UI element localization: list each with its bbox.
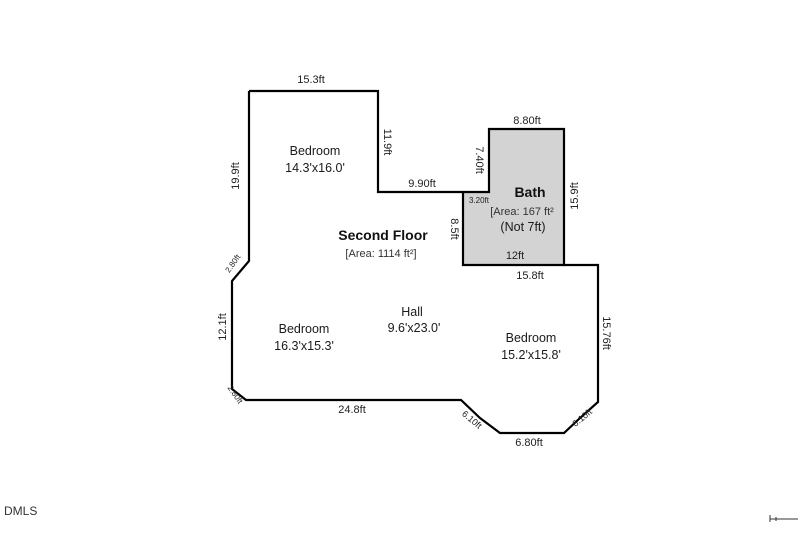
hall-name: Hall [401,305,423,319]
brand-watermark: DMLS [4,504,38,518]
floor-area: [Area: 1114 ft²] [345,248,416,260]
floor-title: Second Floor [338,227,428,243]
dim-right: 15.76ft [600,316,612,350]
dim-bath-bottom: 12ft [506,250,524,262]
bath-shaded-area [463,129,564,265]
scale-mark-icon [769,515,798,522]
dim-left-diag-lower: 2.80ft [226,384,245,406]
bedroom-right-size: 15.2'x15.8' [501,348,561,362]
bedroom-top-name: Bedroom [290,144,341,158]
dim-inner-vertical: 11.9ft [381,129,393,156]
dim-left-upper: 19.9ft [230,162,242,190]
dim-bath-notch: 3.20ft [469,196,490,205]
dim-bath-top: 8.80ft [513,115,541,127]
dim-inner-horizontal: 9.90ft [408,178,436,190]
floor-plan-outline [230,89,600,435]
bath-area: [Area: 167 ft² [490,206,554,218]
hall-size: 9.6'x23.0' [388,321,441,335]
bath-interior-wall [461,192,564,267]
bedroom-left-size: 16.3'x15.3' [274,339,334,353]
bath-title: Bath [514,184,545,200]
bedroom-left-name: Bedroom [279,322,330,336]
dim-bottom-middle: 6.80ft [515,437,543,449]
dim-top: 15.3ft [297,74,325,86]
bath-note: (Not 7ft) [500,220,545,234]
dim-left-middle: 12.1ft [217,313,229,341]
bedroom-top-size: 14.3'x16.0' [285,161,345,175]
dim-bath-right: 15.9ft [569,182,581,210]
dim-bath-left-lower: 8.5ft [448,218,460,239]
dim-below-bath: 15.8ft [516,270,544,282]
dim-bath-left-upper: 7.40ft [473,146,485,174]
bedroom-right-name: Bedroom [506,331,557,345]
dim-bottom-left: 24.8ft [338,404,366,416]
